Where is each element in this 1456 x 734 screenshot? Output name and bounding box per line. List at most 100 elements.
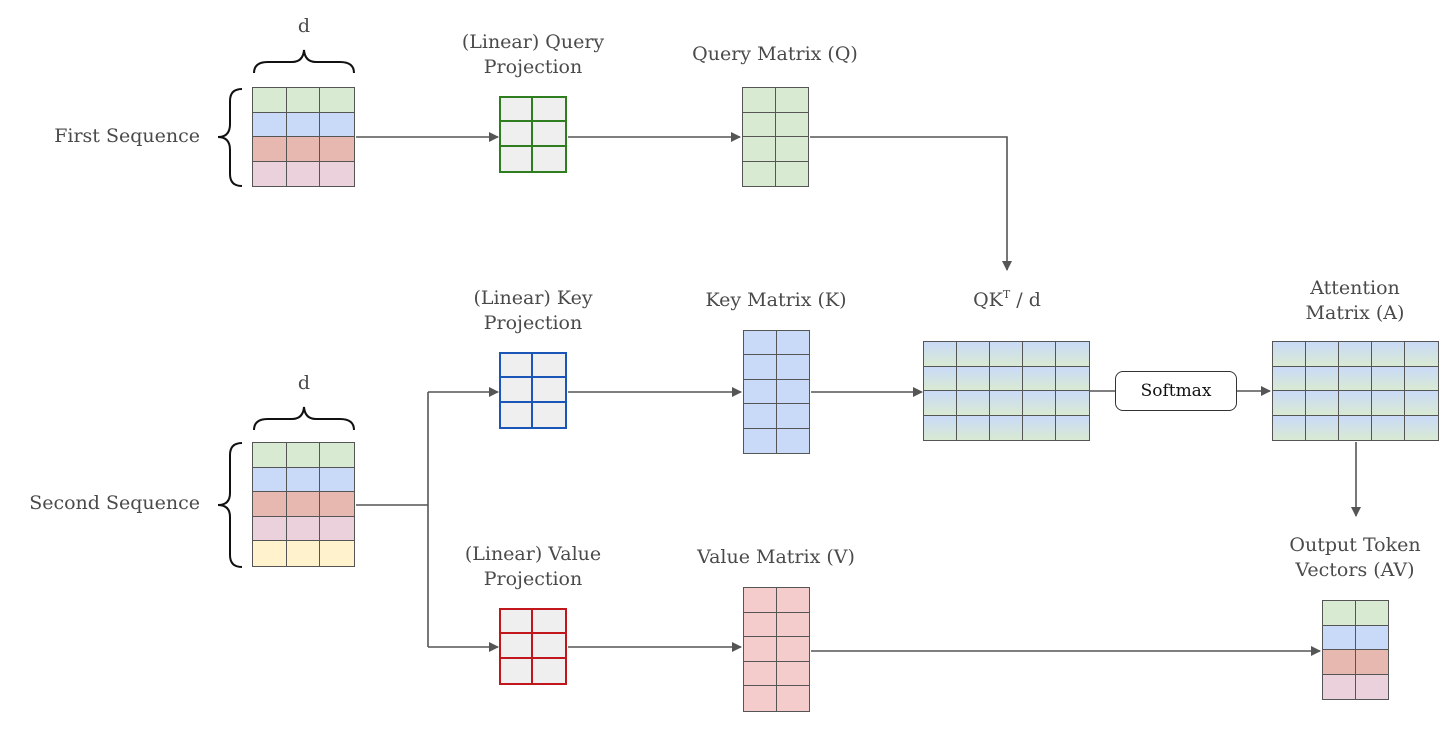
matrix-cell	[253, 443, 287, 468]
matrix-cell	[286, 492, 321, 517]
matrix-cell	[533, 658, 565, 683]
matrix-cell	[320, 137, 354, 162]
matrix-cell	[286, 467, 321, 493]
matrix-cell	[1372, 366, 1405, 391]
matrix-cell	[1023, 415, 1056, 440]
matrix-cell	[286, 161, 321, 186]
query-matrix-label: Query Matrix (Q)	[692, 43, 858, 65]
matrix-cell	[924, 366, 957, 391]
matrix-cell	[744, 612, 777, 638]
matrix-cell	[1056, 415, 1089, 440]
matrix-cell	[957, 366, 990, 391]
matrix-cell	[1306, 342, 1339, 367]
matrix-cell	[1273, 366, 1306, 391]
matrix-cell	[1056, 391, 1089, 416]
key-matrix-label: Key Matrix (K)	[705, 289, 847, 311]
matrix-cell	[1355, 650, 1388, 675]
value-projection-line1: (Linear) Value	[464, 543, 602, 565]
matrix-cell	[776, 331, 809, 356]
matrix-cell	[1372, 391, 1405, 416]
matrix-cell	[1339, 391, 1372, 416]
matrix-cell	[533, 98, 565, 123]
matrix-cell	[501, 378, 533, 403]
matrix-cell	[776, 661, 809, 687]
matrix-cell	[320, 443, 354, 468]
matrix-cell	[501, 658, 533, 683]
attention-line1: Attention	[1310, 277, 1400, 299]
matrix-cell	[744, 331, 777, 356]
value-matrix-label: Value Matrix (V)	[697, 546, 855, 568]
matrix-cell	[320, 467, 354, 493]
first-sequence-label: First Sequence	[54, 125, 200, 147]
matrix-cell	[990, 342, 1023, 367]
matrix-cell	[1372, 415, 1405, 440]
matrix-cell	[320, 492, 354, 517]
qk-label-main: QK	[973, 289, 1003, 311]
matrix-cell	[1405, 342, 1438, 367]
matrix-cell	[744, 355, 777, 380]
output-vectors-matrix	[1322, 600, 1389, 700]
attention-line2: Matrix (A)	[1305, 301, 1405, 324]
matrix-cell	[320, 516, 354, 542]
attention-matrix	[1272, 341, 1439, 441]
matrix-cell	[744, 404, 777, 429]
matrix-cell	[533, 354, 565, 379]
matrix-cell	[1405, 415, 1438, 440]
matrix-cell	[1372, 342, 1405, 367]
matrix-cell	[775, 137, 808, 162]
query-projection-title: (Linear) Query Projection	[462, 30, 604, 79]
key-projection-matrix	[499, 352, 567, 429]
matrix-cell	[744, 379, 777, 405]
matrix-cell	[1323, 601, 1356, 626]
matrix-cell	[776, 686, 809, 711]
matrix-cell	[744, 661, 777, 687]
key-matrix	[743, 330, 810, 454]
matrix-cell	[776, 588, 809, 613]
matrix-cell	[320, 541, 354, 566]
matrix-cell	[533, 610, 565, 635]
matrix-cell	[533, 122, 565, 147]
output-line1: Output Token	[1289, 534, 1421, 556]
matrix-cell	[776, 355, 809, 380]
matrix-cell	[1323, 625, 1356, 650]
matrix-cell	[253, 112, 287, 137]
qk-label-tail: / d	[1010, 289, 1041, 311]
matrix-cell	[744, 428, 777, 453]
qk-label-superscript: T	[1002, 288, 1011, 301]
second-sequence-label: Second Sequence	[29, 492, 200, 514]
key-projection-line2: Projection	[483, 311, 583, 334]
matrix-cell	[776, 612, 809, 638]
matrix-cell	[253, 516, 287, 542]
key-projection-line1: (Linear) Key	[473, 287, 593, 309]
matrix-cell	[924, 342, 957, 367]
matrix-cell	[501, 402, 533, 427]
dim-label-bottom: d	[297, 372, 311, 394]
matrix-cell	[1023, 391, 1056, 416]
matrix-cell	[533, 634, 565, 659]
matrix-cell	[253, 137, 287, 162]
matrix-cell	[1323, 650, 1356, 675]
second-sequence-matrix	[252, 442, 355, 567]
matrix-cell	[1273, 415, 1306, 440]
matrix-cell	[320, 112, 354, 137]
matrix-cell	[533, 402, 565, 427]
query-projection-line2: Projection	[483, 55, 583, 78]
value-projection-title: (Linear) Value Projection	[465, 542, 601, 591]
brace-dim-top	[253, 49, 355, 74]
matrix-cell	[1306, 415, 1339, 440]
matrix-cell	[990, 391, 1023, 416]
matrix-cell	[501, 354, 533, 379]
matrix-cell	[776, 428, 809, 453]
matrix-cell	[957, 342, 990, 367]
matrix-cell	[1355, 674, 1388, 699]
matrix-cell	[1355, 601, 1388, 626]
matrix-cell	[1056, 366, 1089, 391]
matrix-cell	[501, 634, 533, 659]
matrix-cell	[286, 112, 321, 137]
matrix-cell	[253, 541, 287, 566]
matrix-cell	[744, 637, 777, 662]
matrix-cell	[533, 378, 565, 403]
matrix-cell	[744, 588, 777, 613]
attention-matrix-title: Attention Matrix (A)	[1306, 276, 1405, 325]
